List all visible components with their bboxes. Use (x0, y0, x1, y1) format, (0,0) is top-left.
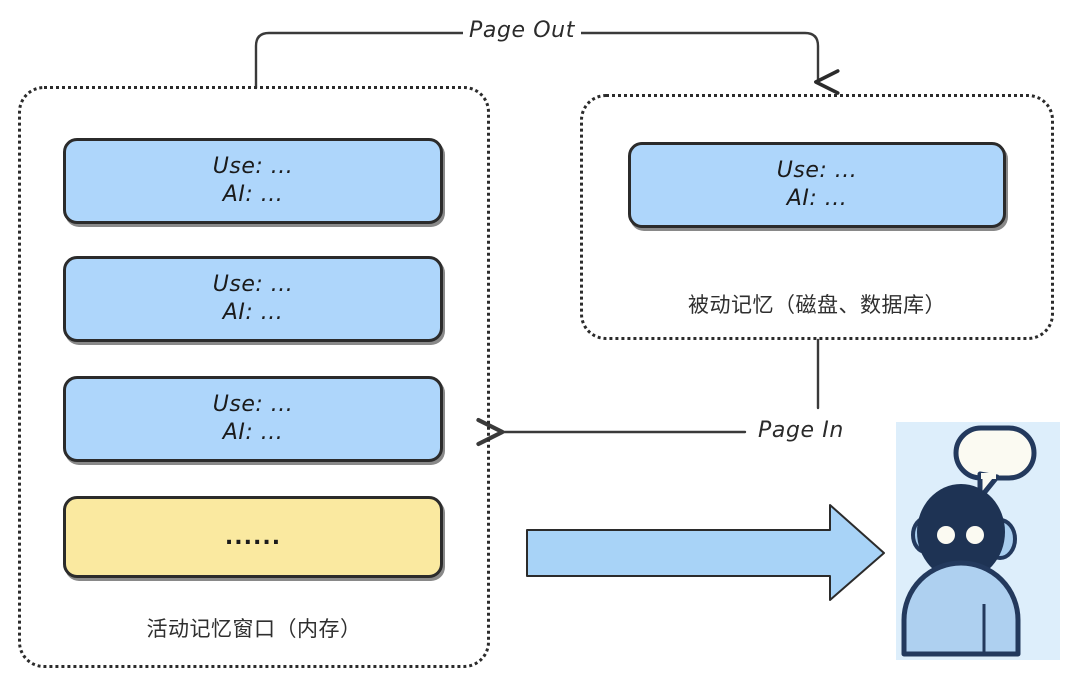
card-line-ai: AI: ... (222, 420, 284, 445)
card-line-user: Use: ... (212, 153, 294, 179)
flow-block-arrow (526, 504, 885, 601)
robot-avatar-icon (901, 425, 1037, 657)
card-line-user: Use: ... (212, 391, 294, 417)
page-out-label: Page Out (463, 18, 581, 43)
active-memory-window-label: 活动记忆窗口（内存） (146, 618, 362, 641)
memory-card[interactable]: Use: ... AI: ... (63, 138, 443, 224)
passive-memory-label: 被动记忆（磁盘、数据库） (688, 294, 946, 317)
robot-avatar-panel (896, 422, 1060, 660)
robot-eye-right (966, 526, 984, 544)
robot-body (901, 560, 1021, 657)
card-line-ai: AI: ... (222, 300, 284, 325)
page-in-label: Page In (752, 418, 850, 443)
card-line-user: Use: ... (212, 271, 294, 297)
robot-eye-left (937, 526, 955, 544)
card-line-ai: AI: ... (786, 186, 848, 211)
speech-bubble-icon (953, 425, 1037, 501)
overflow-ellipsis: ...... (224, 524, 282, 550)
card-line-ai: AI: ... (222, 182, 284, 207)
robot-head (917, 484, 1005, 580)
memory-card-overflow[interactable]: ...... (63, 496, 443, 578)
memory-card[interactable]: Use: ... AI: ... (63, 256, 443, 342)
card-line-user: Use: ... (776, 157, 858, 183)
memory-card[interactable]: Use: ... AI: ... (63, 376, 443, 462)
passive-memory-panel: 被动记忆（磁盘、数据库） (580, 94, 1054, 340)
active-memory-window-panel: 活动记忆窗口（内存） (18, 86, 490, 668)
paged-out-memory-card[interactable]: Use: ... AI: ... (628, 142, 1006, 228)
